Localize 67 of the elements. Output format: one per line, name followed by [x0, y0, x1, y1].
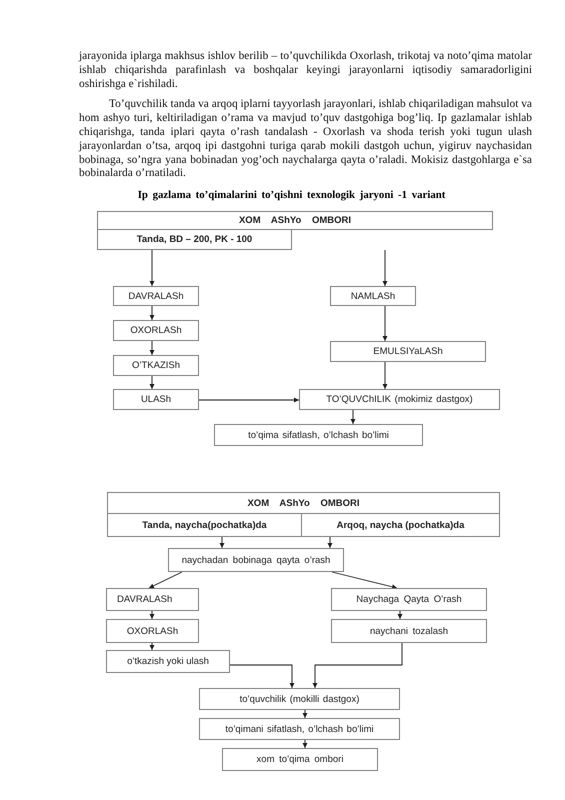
- arrow: [230, 664, 294, 688]
- process-box: [107, 513, 302, 537]
- step-label: ULASh: [140, 394, 172, 405]
- step-label: Tanda, naycha(pochatka)da: [142, 520, 267, 530]
- process-box: [330, 341, 486, 362]
- arrow: [150, 642, 154, 650]
- step-label: to’qima sifatlash, o’lchash bo’limi: [248, 430, 389, 440]
- step-label: O’TKAZISh: [132, 360, 180, 371]
- arrow: [150, 610, 154, 620]
- arrow: [198, 398, 300, 402]
- header-box: [97, 211, 493, 230]
- arrow: [350, 410, 356, 424]
- process-box: [113, 389, 199, 410]
- process-box: [330, 286, 416, 306]
- process-box: [199, 688, 400, 710]
- process-box: [113, 320, 199, 341]
- process-box: [106, 650, 230, 673]
- process-box: [106, 619, 199, 643]
- arrow: [220, 536, 224, 548]
- arrow: [312, 642, 402, 688]
- process-box: [113, 286, 199, 306]
- step-label: Tanda, BD – 200, PK - 100: [136, 234, 252, 245]
- arrow: [382, 306, 388, 342]
- arrow: [328, 536, 332, 548]
- step-label: OXORLASh: [126, 626, 178, 636]
- step-label: to’quvchilik (mokilli dastgox): [240, 694, 360, 704]
- arrow: [398, 610, 402, 620]
- process-box: [301, 513, 500, 537]
- process-box: [168, 548, 344, 572]
- step-label: to’qimani sifatlash, o’lchash bo’limi: [225, 724, 374, 734]
- step-label: OXORLASh: [130, 325, 182, 336]
- arrow: [150, 250, 154, 286]
- arrow: [302, 710, 308, 718]
- process-box: [113, 355, 199, 376]
- step-label: naychani tozalash: [370, 626, 448, 636]
- step-label: o’tkazish yoki ulash: [127, 656, 209, 667]
- header-label: XOM AShYo OMBORI: [247, 498, 360, 508]
- step-label: Arqoq, naycha (pochatka)da: [336, 520, 464, 530]
- step-label: EMULSIYaLASh: [373, 346, 443, 357]
- arrow: [150, 376, 154, 390]
- arrow: [302, 740, 308, 748]
- process-box: [97, 229, 292, 250]
- process-box: [106, 588, 199, 611]
- step-label: Naychaga Qayta O’rash: [356, 594, 462, 605]
- step-label: DAVRALASh: [128, 290, 184, 302]
- step-label: DAVRALASh: [117, 594, 172, 605]
- step-label: xom to’qima ombori: [256, 754, 344, 765]
- process-box: [214, 424, 423, 446]
- diagram-title: Ip gazlama to’qimalarini to’qishni texnologik jaryoni -1 variant: [138, 188, 446, 203]
- arrow: [382, 362, 388, 390]
- header-label: XOM AShYo OMBORI: [238, 215, 352, 226]
- step-label: NAMLASh: [350, 290, 396, 302]
- process-box: [199, 718, 400, 740]
- body-paragraph: To’quvchilik tanda va arqoq iplarni tayyorlash jarayonlari, ishlab chiqariladigan mahsulot va hom ashyo turi, keltiriladigan o’rama va mavjud to’quv dastgohiga bog’liq. Ip gazlamalar ishlab chiqarishga, tanda iplari qayta o’rash tandalash - Oxorlash va shoda terish yoki tugun ulash jarayonlardan o’tsa, arqoq ipi dastgohni turiga qarab mokili dastgoh uchun, yigiruv naychasidan bobinaga, so’ngra yana bobinadan yog’och naychalarga qayta o’raladi. Mokisiz dastgohlarga e`sa bobinalarda o’rnatiladi.: [79, 98, 532, 182]
- process-box: [331, 619, 487, 643]
- step-label: naychadan bobinaga qayta o’rash: [182, 554, 330, 566]
- arrow: [382, 250, 388, 286]
- body-paragraph: jarayonida iplarga makhsus ishlov berilib – to’quvchilikda Oxorlash, trikotaj va noto’qima matolar ishlab chiqarishda parafinlash va boshqalar keyingi jarayonlarni iqtisodiy samaradorligini oshirishga e`rishiladi.: [79, 50, 532, 92]
- process-box: [331, 588, 487, 611]
- arrow: [148, 572, 182, 588]
- header-box: [107, 492, 500, 514]
- step-label: TO’QUVChILIK (mokimiz dastgox): [326, 394, 473, 405]
- process-box: [222, 748, 378, 771]
- arrow: [150, 306, 154, 320]
- process-box: [299, 389, 500, 410]
- arrow: [332, 572, 398, 590]
- arrow: [150, 340, 154, 356]
